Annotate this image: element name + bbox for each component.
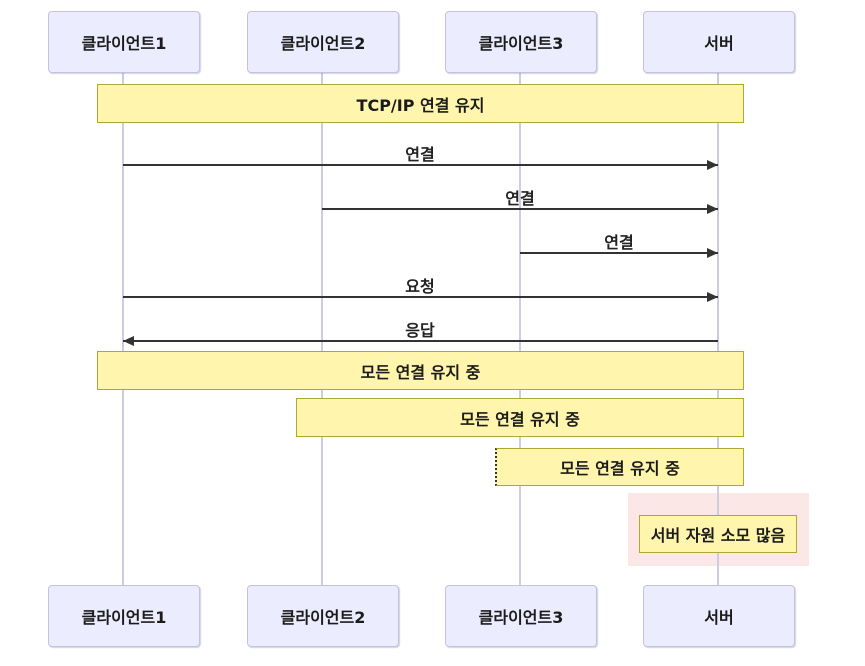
note-text: 모든 연결 유지 중 — [360, 362, 481, 382]
actor-bottom-client3: 클라이언트3 — [445, 585, 597, 647]
actor-label: 클라이언트2 — [280, 34, 366, 53]
actor-top-client2: 클라이언트2 — [247, 11, 399, 73]
actor-bottom-client2: 클라이언트2 — [247, 585, 399, 647]
message-line-connect-2 — [322, 208, 718, 210]
lifeline-client3 — [519, 71, 521, 585]
actor-label: 클라이언트1 — [81, 34, 167, 53]
note-keepalive-all: 모든 연결 유지 중 — [97, 351, 744, 390]
note-text: 모든 연결 유지 중 — [460, 409, 580, 429]
actor-label: 클라이언트3 — [478, 34, 564, 53]
note-text: 모든 연결 유지 중 — [560, 459, 680, 478]
arrowhead-icon — [707, 248, 718, 258]
actor-bottom-server: 서버 — [643, 585, 795, 647]
message-line-request — [123, 296, 718, 298]
message-label-connect-2: 연결 — [505, 189, 535, 208]
note-tcpip: TCP/IP 연결 유지 — [97, 84, 744, 123]
lifeline-client1 — [122, 71, 124, 585]
note-keepalive-c2: 모든 연결 유지 중 — [296, 398, 744, 437]
actor-top-client3: 클라이언트3 — [445, 11, 597, 73]
actor-label: 클라이언트2 — [280, 608, 366, 627]
message-label-request: 요청 — [405, 277, 435, 296]
arrowhead-icon — [707, 160, 718, 170]
lifeline-client2 — [321, 71, 323, 585]
actor-bottom-client1: 클라이언트1 — [48, 585, 200, 647]
message-line-connect-3 — [520, 252, 718, 254]
note-text: 서버 자원 소모 많음 — [650, 526, 786, 545]
message-label-connect-3: 연결 — [604, 233, 634, 252]
actor-label: 클라이언트3 — [478, 608, 564, 627]
arrowhead-icon — [707, 292, 718, 302]
message-line-connect-1 — [123, 164, 718, 166]
message-label-connect-1: 연결 — [405, 145, 435, 164]
message-line-response — [123, 340, 718, 342]
note-keepalive-c3: 모든 연결 유지 중 — [495, 448, 744, 486]
arrowhead-icon — [123, 336, 134, 346]
lifeline-server — [717, 71, 719, 585]
actor-label: 서버 — [704, 608, 734, 627]
arrowhead-icon — [707, 204, 718, 214]
message-label-response: 응답 — [405, 321, 435, 340]
actor-label: 클라이언트1 — [81, 608, 167, 627]
actor-top-server: 서버 — [643, 11, 795, 73]
actor-top-client1: 클라이언트1 — [48, 11, 200, 73]
note-text: TCP/IP 연결 유지 — [356, 95, 485, 115]
note-server-load: 서버 자원 소모 많음 — [639, 515, 797, 553]
actor-label: 서버 — [704, 34, 734, 53]
